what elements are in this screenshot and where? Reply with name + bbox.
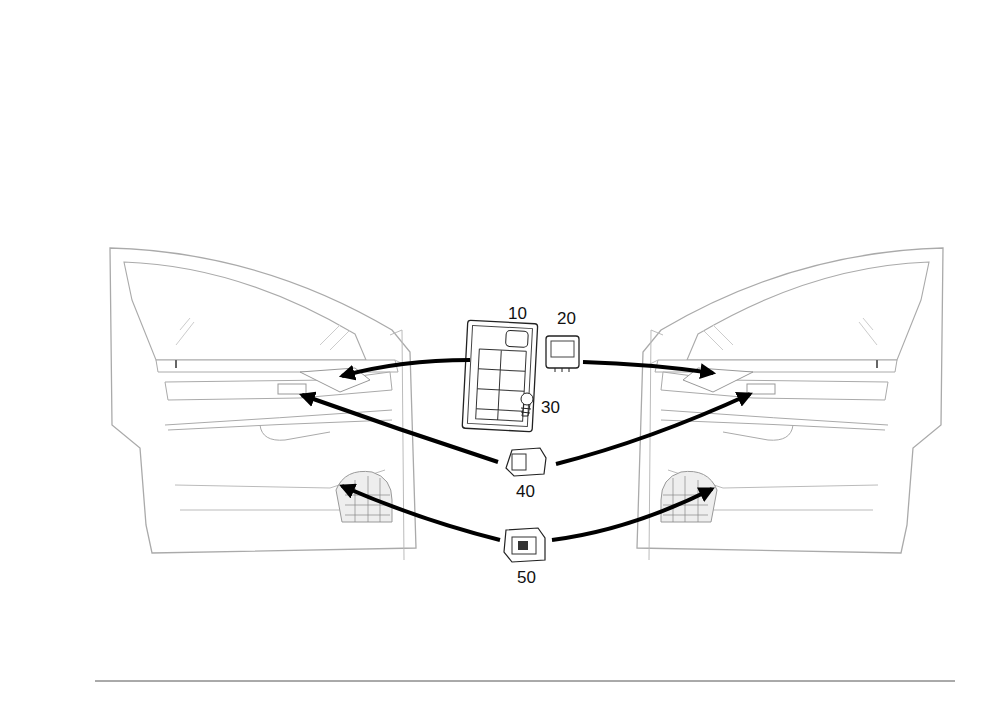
callout-number: 50	[517, 569, 536, 586]
callout-number: 30	[541, 399, 560, 416]
callout-number: 10	[508, 305, 527, 322]
callout-number: 40	[516, 483, 535, 500]
callout-number: 20	[557, 310, 576, 327]
